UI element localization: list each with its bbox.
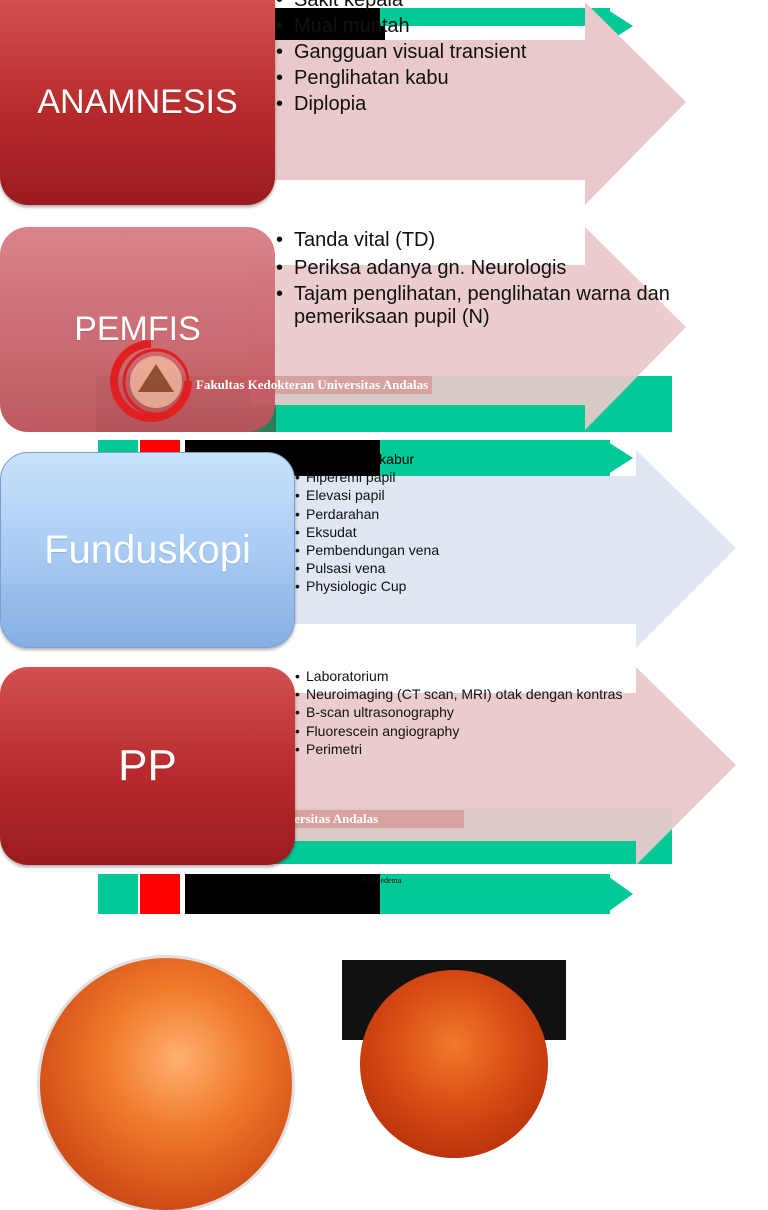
watermark-mid: Fakultas Kedokteran Universitas Andalas xyxy=(192,376,433,394)
list-item: Hiperemi papil xyxy=(295,468,635,486)
list-item: Physiologic Cup xyxy=(295,577,635,595)
list-item: Tanda vital (TD) xyxy=(276,227,686,253)
funduskopi-list: Batas papil kabur Hiperemi papil Elevasi… xyxy=(295,450,635,596)
funduskopi-label: Funduskopi xyxy=(44,527,251,572)
list-item: Elevasi papil xyxy=(295,486,635,504)
list-item: Pembendungan vena xyxy=(295,541,635,559)
strip-teal-arrow xyxy=(380,874,610,914)
anamnesis-box: ANAMNESIS xyxy=(0,0,275,205)
list-item: Pulsasi vena xyxy=(295,559,635,577)
fundus-photo-right xyxy=(360,970,548,1158)
footer-label: Papil edema xyxy=(362,876,402,885)
list-item: Neuroimaging (CT scan, MRI) otak dengan … xyxy=(295,685,655,703)
list-item: Eksudat xyxy=(295,523,635,541)
list-item: Perdarahan xyxy=(295,505,635,523)
pp-list: Laboratorium Neuroimaging (CT scan, MRI)… xyxy=(295,667,655,758)
pemfis-list: Tanda vital (TD) Periksa adanya gn. Neur… xyxy=(276,227,686,329)
list-item: Sakit kepala xyxy=(276,0,606,13)
anamnesis-list: Sakit kepala Mual muntah Gangguan visual… xyxy=(276,0,606,117)
pemfis-label: PEMFIS xyxy=(74,310,201,348)
strip-black-bar xyxy=(185,874,385,914)
pp-label: PP xyxy=(118,741,177,790)
list-item: Batas papil kabur xyxy=(295,450,635,468)
pp-box: PP xyxy=(0,667,295,865)
list-item: Tajam penglihatan, penglihatan warna dan… xyxy=(276,283,686,329)
strip-square-teal xyxy=(98,874,138,914)
fundus-photo-left xyxy=(40,958,292,1210)
list-item: Periksa adanya gn. Neurologis xyxy=(276,255,686,281)
strip-teal-arrow-head xyxy=(605,874,633,914)
list-item: Penglihatan kabu xyxy=(276,65,606,91)
list-item: Laboratorium xyxy=(295,667,655,685)
list-item: Gangguan visual transient xyxy=(276,39,606,65)
list-item: Mual muntah xyxy=(276,13,606,39)
strip-square-red xyxy=(140,874,180,914)
list-item: Perimetri xyxy=(295,740,655,758)
university-seal-icon xyxy=(110,340,192,422)
list-item: Fluorescein angiography xyxy=(295,722,655,740)
list-item: B-scan ultrasonography xyxy=(295,703,655,721)
anamnesis-label: ANAMNESIS xyxy=(37,83,238,121)
funduskopi-box: Funduskopi xyxy=(0,452,295,648)
list-item: Diplopia xyxy=(276,91,606,117)
